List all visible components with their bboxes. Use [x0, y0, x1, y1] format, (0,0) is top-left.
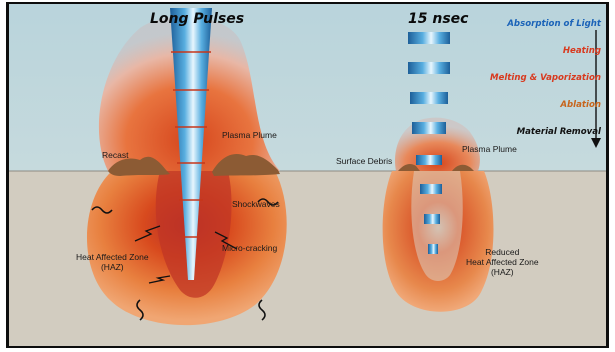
reduced-haz-label: Reduced Heat Affected Zone (HAZ): [466, 248, 539, 277]
step-heating: Heating: [563, 47, 601, 56]
left-plasma-plume-label: Plasma Plume: [222, 131, 277, 140]
step-melting: Melting & Vaporization: [490, 74, 601, 83]
step-ablation: Ablation: [560, 101, 601, 110]
surface-debris-label: Surface Debris: [336, 157, 392, 166]
step-material-removal: Material Removal: [517, 128, 601, 137]
recast-label: Recast: [102, 151, 128, 160]
right-plasma-plume-label: Plasma Plume: [462, 145, 517, 154]
shockwaves-label: Shockwaves: [232, 200, 280, 209]
haz-label: Heat Affected Zone (HAZ): [76, 253, 149, 273]
short-pulses-title: 15 nsec: [408, 12, 468, 26]
step-absorption: Absorption of Light: [507, 20, 601, 29]
microcracking-label: Micro-cracking: [222, 244, 277, 253]
long-pulses-title: Long Pulses: [150, 12, 244, 26]
